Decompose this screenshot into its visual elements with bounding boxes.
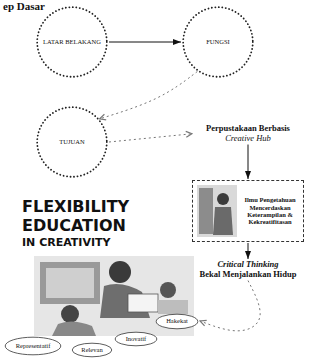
outline [183,7,253,77]
node-text: Bekal Menjalankan Hidup [183,270,313,280]
reader-body [213,207,233,235]
slogan-text: FLEXIBILITY [22,198,129,216]
dotted-circle: FUNGSI [182,6,254,78]
slogan-text: EDUCATION [22,217,126,235]
child-head [160,282,176,298]
slogan-text: IN CREATIVITY [22,237,111,249]
node-text: Relevan [81,346,102,353]
book [128,294,158,312]
image-box: Ilmu Pengetahuan Mencerdaskan Keterampil… [192,180,304,242]
node-text: Inovatif [126,335,147,342]
screen [46,268,94,298]
flow-arrow [200,281,260,331]
node-text: Hakekat [166,317,188,324]
photo-ground [34,256,194,336]
child-head [61,305,79,323]
child-head [109,261,131,283]
page-heading: ep Dasar [3,0,45,12]
value-ellipse: Inovatif [114,331,158,347]
dotted-circle: TUJUAN [36,106,108,178]
children-photo [34,256,194,336]
outline [5,337,61,355]
node-text: Critical Thinking [183,260,313,270]
text-block: Perpustakaan BerbasisCreative Hub [193,124,303,144]
node-text: Creative Hub [193,134,303,144]
flow-arrow [100,71,198,118]
node-text: Ilmu Pengetahuan Mencerdaskan Keterampil… [241,196,299,226]
value-ellipse: Hakekat [155,313,199,330]
node-text: FUNGSI [206,38,229,45]
node-text: Representatif [16,342,51,349]
child-body [52,321,96,336]
value-ellipse: Representatif [4,336,62,356]
book [158,300,188,314]
node-text: TUJUAN [59,138,84,145]
flow-arrow [109,134,192,142]
value-ellipse: Relevan [71,342,113,358]
outline [115,332,157,346]
outline [72,343,112,357]
node-text: Perpustakaan Berbasis [193,124,303,134]
shelf [199,188,213,234]
flow-arrow [248,243,249,259]
reader-head [217,193,229,205]
outline [37,7,107,77]
outline [156,314,198,329]
photo-ground [197,185,237,237]
text-block: Critical ThinkingBekal Menjalankan Hidup [183,260,313,280]
photo-panel [40,262,100,304]
flow-arrow [109,42,181,43]
node-text: LATAR BELAKANG [43,38,101,45]
flow-arrow [248,145,249,179]
dotted-circle: LATAR BELAKANG [36,6,108,78]
reader-photo [197,185,237,237]
outline [37,107,107,177]
